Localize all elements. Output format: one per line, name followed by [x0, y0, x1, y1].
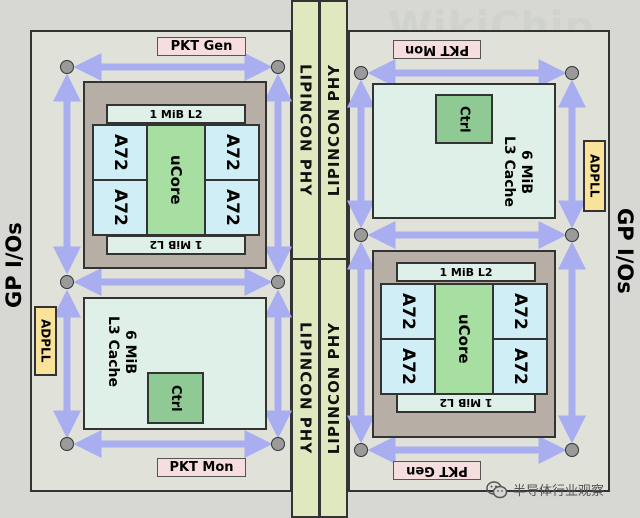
- l2-cache-bottom-right: 1 MiB L2: [396, 393, 536, 413]
- pkt-gen-right: PKT Gen: [393, 461, 481, 480]
- gp-io-left: GP I/Os: [2, 222, 26, 308]
- mesh-node: [354, 66, 368, 80]
- mesh-node: [565, 228, 579, 242]
- mesh-node: [271, 437, 285, 451]
- core-a72: A72: [492, 283, 548, 340]
- footer-watermark: 半导体行业观察: [486, 480, 604, 499]
- ctrl-block-left: Ctrl: [147, 372, 204, 424]
- adpll-left: ADPLL: [34, 306, 57, 376]
- ucore-right: uCore: [434, 283, 494, 395]
- pkt-gen-left: PKT Gen: [157, 37, 246, 56]
- pkt-mon-right: PKT Mon: [393, 40, 481, 59]
- mesh-node: [354, 443, 368, 457]
- mesh-node: [60, 275, 74, 289]
- l2-cache-top-left: 1 MiB L2: [106, 104, 246, 124]
- mesh-node: [565, 443, 579, 457]
- core-a72: A72: [92, 179, 148, 236]
- mesh-node: [60, 437, 74, 451]
- phy-top-left: LIPINCON PHY: [291, 0, 320, 260]
- pkt-mon-left: PKT Mon: [157, 458, 246, 477]
- gp-io-right: GP I/Os: [613, 208, 637, 294]
- wechat-icon: [486, 480, 508, 498]
- mesh-node: [354, 228, 368, 242]
- core-a72: A72: [204, 124, 260, 181]
- mesh-node: [565, 66, 579, 80]
- ctrl-block-right: Ctrl: [435, 94, 493, 144]
- core-a72: A72: [380, 338, 436, 395]
- ucore-left: uCore: [146, 124, 206, 236]
- l2-cache-top-right: 1 MiB L2: [396, 262, 536, 282]
- phy-bottom-right: LIPINCON PHY: [319, 258, 348, 518]
- core-a72: A72: [380, 283, 436, 340]
- core-a72: A72: [92, 124, 148, 181]
- mesh-node: [271, 60, 285, 74]
- phy-bottom-left: LIPINCON PHY: [291, 258, 320, 518]
- core-a72: A72: [492, 338, 548, 395]
- l2-cache-bottom-left: 1 MiB L2: [106, 235, 246, 255]
- core-a72: A72: [204, 179, 260, 236]
- mesh-node: [60, 60, 74, 74]
- adpll-right: ADPLL: [583, 140, 606, 212]
- footer-watermark-text: 半导体行业观察: [513, 484, 605, 499]
- mesh-node: [271, 275, 285, 289]
